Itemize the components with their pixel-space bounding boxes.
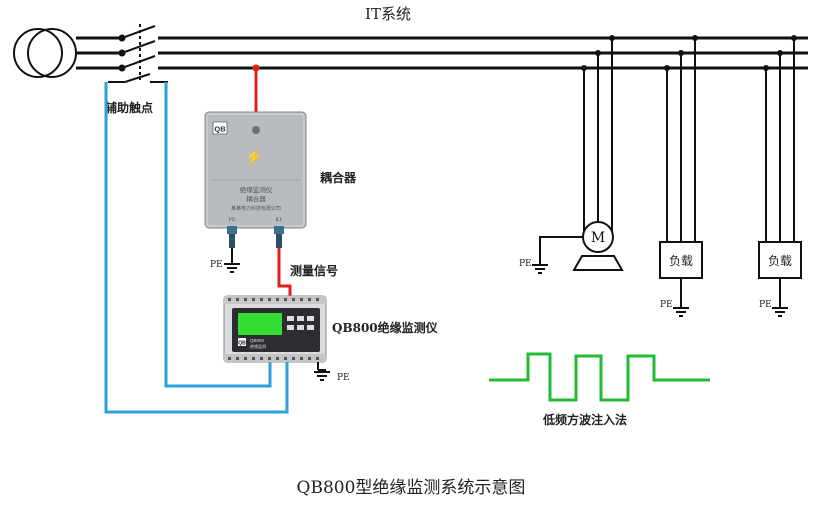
measure-signal-label: 测量信号 [290,263,338,278]
load1-feeders [666,38,696,242]
load2-junction-dots [763,35,797,71]
lightning-icon: ⚡ [245,148,264,166]
load1-ground-icon [673,278,689,317]
load2-feeders [765,38,795,242]
coupler-pe-label: PE [210,260,223,270]
monitor-logo: QB [238,341,246,347]
monitor-model: 绝缘监测 [250,343,266,349]
motor-ground-icon [532,236,583,274]
motor-junction-dots [581,35,615,71]
breaker-switch [108,24,168,83]
load2-label: 负载 [768,254,792,268]
monitor-brand: QB800 [250,338,265,343]
aux-contact-wires [104,82,289,414]
coupler-pin-right: K1 [276,217,283,223]
motor-icon [572,221,624,271]
coupler-line1: 绝缘监测仪 [240,185,273,194]
load1-pe-label: PE [660,300,673,310]
coupler-device: QB ⚡ 绝缘监测仪 耦合器 某某电力科技有限公司 PE K1 [204,111,307,248]
coupler-label: 耦合器 [320,170,357,185]
coupler-pin-left: PE [228,217,235,223]
monitor-ground-icon [314,362,330,381]
coupler-ground-icon [224,248,240,273]
system-title: IT系统 [365,5,411,23]
diagram-caption: QB800型绝缘监测系统示意图 [297,478,526,498]
coupler-logo: QB [214,125,226,134]
load2-box [758,241,802,279]
transformer-icon [13,28,77,78]
monitor-device: QB QB800 绝缘监测 [223,295,327,363]
aux-contact-label: 辅助触点 [105,100,153,115]
monitor-pe-label: PE [337,373,350,383]
load1-label: 负载 [669,254,693,268]
motor-symbol: M [591,230,605,246]
coupler-line2: 耦合器 [246,194,266,203]
load2-ground-icon [772,278,788,317]
coupler-line3: 某某电力科技有限公司 [231,205,281,212]
motor-feeders [583,38,613,237]
load2-pe-label: PE [759,300,772,310]
motor-pe-label: PE [519,259,532,269]
monitor-screen [238,313,282,335]
square-wave [489,352,710,402]
load1-junction-dots [664,35,698,71]
monitor-label: QB800绝缘监测仪 [332,320,439,335]
busbars [76,36,808,70]
waveform-label: 低频方波注入法 [542,412,627,427]
measure-signal-wire [277,248,292,296]
